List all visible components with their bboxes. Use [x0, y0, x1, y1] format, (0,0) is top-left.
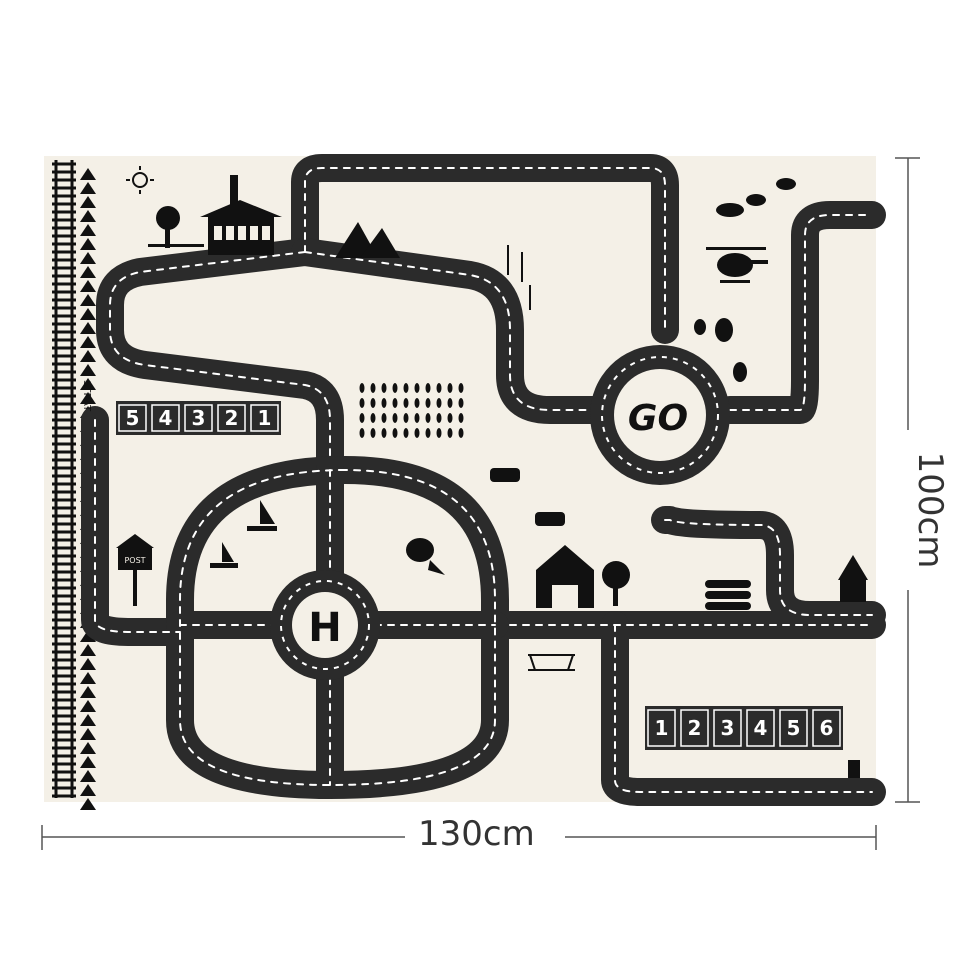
parking-left-slot-label: 1: [258, 406, 272, 430]
parking-right-slot-label: 4: [754, 716, 768, 740]
barn-icon: [536, 545, 630, 608]
height-dimension-line: [895, 157, 920, 803]
height-dimension-label: 100cm: [910, 451, 950, 569]
circus-tent-icon: [838, 555, 868, 602]
post-label: POST: [124, 556, 145, 565]
carousel-icon: [528, 654, 575, 671]
parking-left-slot-label: 5: [126, 406, 140, 430]
mountain-icon: [335, 222, 400, 258]
go-roundabout: GO: [590, 345, 730, 485]
helicopter-icon: [706, 247, 768, 283]
helipad-sign: H: [308, 605, 341, 651]
railway-track: [52, 160, 76, 798]
cow-icon: [490, 468, 565, 526]
windmill-icon: [507, 245, 531, 310]
house-icon: [148, 175, 282, 255]
parking-left-slot-label: 4: [159, 406, 173, 430]
sun-icon: [126, 166, 154, 194]
crop-field: [359, 383, 464, 438]
log-pile-icon: [705, 580, 751, 610]
start-label: STRAT: [81, 380, 92, 412]
width-dimension-line: [41, 825, 877, 850]
parking-right-slot-label: 6: [820, 716, 834, 740]
trash-bin-icon: [848, 760, 860, 778]
parking-right-slot-label: 3: [721, 716, 735, 740]
parking-right-slot-label: 2: [688, 716, 702, 740]
parking-left-slot-label: 2: [225, 406, 239, 430]
helipad-roundabout: H: [270, 570, 380, 680]
parking-right-slot-label: 1: [655, 716, 669, 740]
whale-icon: [406, 538, 445, 575]
width-dimension-label: 130cm: [418, 814, 535, 854]
sailboat-icon: [210, 500, 277, 568]
parking-left-slot-label: 3: [192, 406, 206, 430]
hot-air-balloon-icon: [694, 318, 747, 382]
parking-right-slot-label: 5: [787, 716, 801, 740]
cloud-icon: [716, 178, 796, 217]
post-box-icon: POST: [116, 534, 154, 606]
go-sign: GO: [628, 398, 688, 439]
